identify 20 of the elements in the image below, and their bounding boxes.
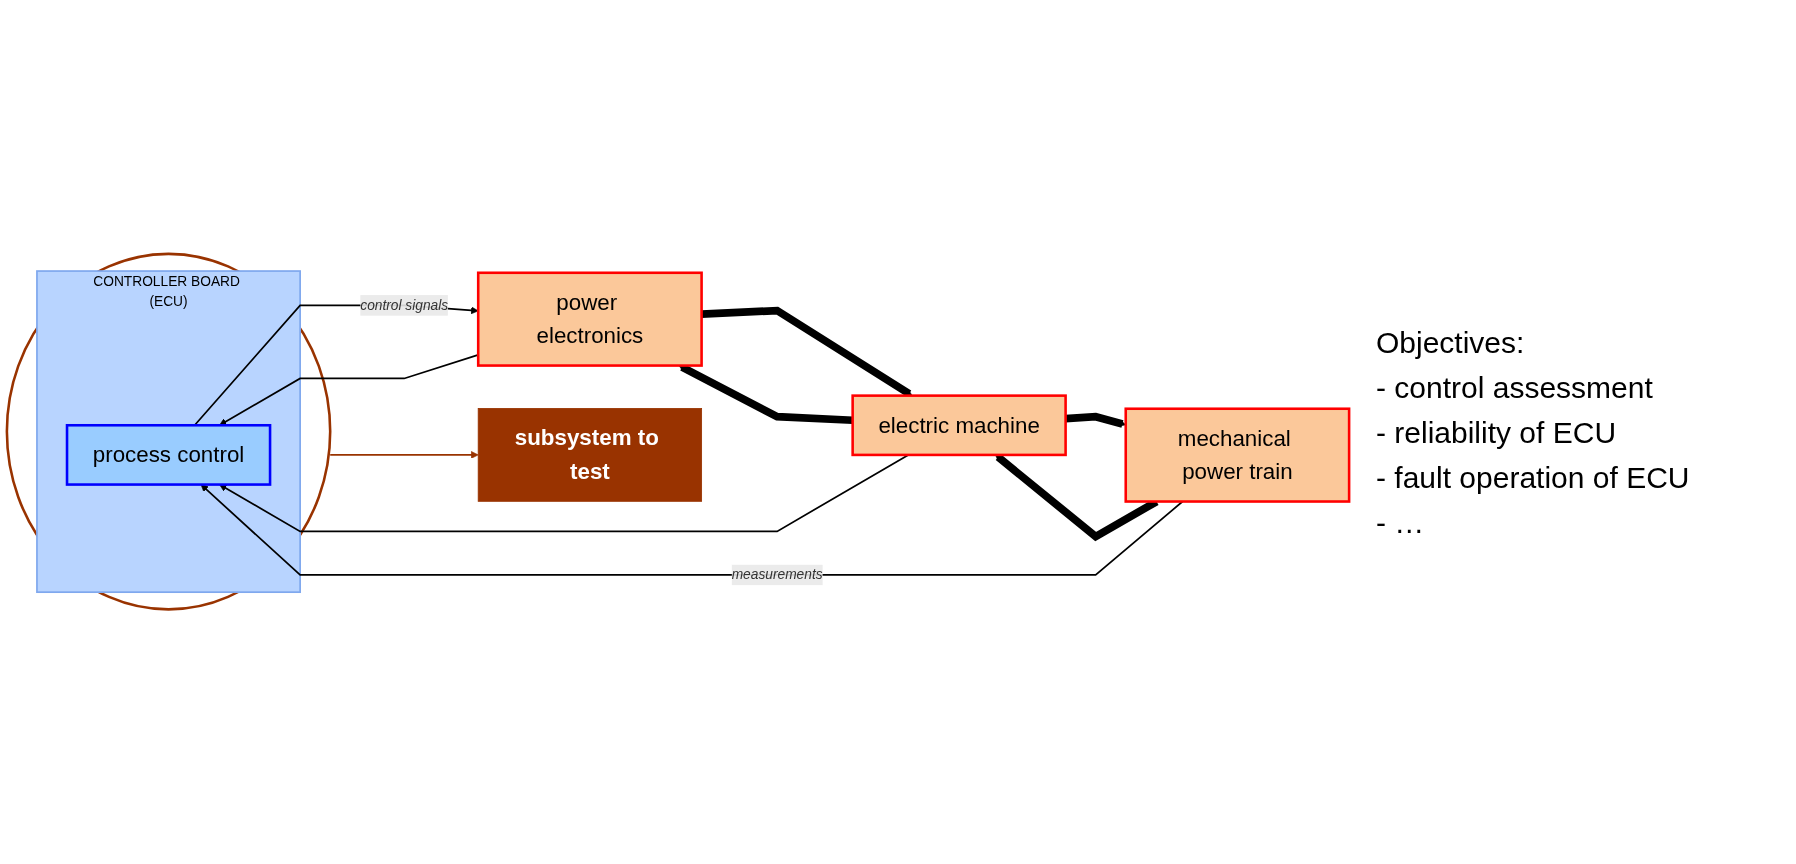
objective-note: - control assessment	[1376, 369, 1654, 406]
arrow	[678, 364, 853, 425]
node-box	[1124, 407, 1351, 504]
edge-label: control signals	[360, 298, 449, 313]
cluster	[36, 270, 301, 594]
node-box	[476, 271, 703, 368]
block-diagram: CONTROLLER BOARD (ECU) control signals measurements process control power electronics electric machine mechanical power train subsystem to test	[0, 247, 1356, 617]
node-box	[851, 394, 1067, 457]
objective-note: - …	[1376, 504, 1426, 541]
arrow	[1065, 413, 1127, 429]
node-box	[477, 408, 702, 503]
objective-note: - reliability of ECU	[1376, 414, 1618, 451]
objective-note: Objectives:	[1376, 324, 1526, 361]
objective-note: - fault operation of ECU	[1376, 459, 1691, 496]
cluster	[5, 252, 332, 612]
arrow	[200, 484, 1184, 577]
edge-label: measurements	[731, 567, 823, 583]
arrow	[329, 451, 479, 460]
arrow	[995, 454, 1159, 542]
node-box	[65, 424, 272, 487]
